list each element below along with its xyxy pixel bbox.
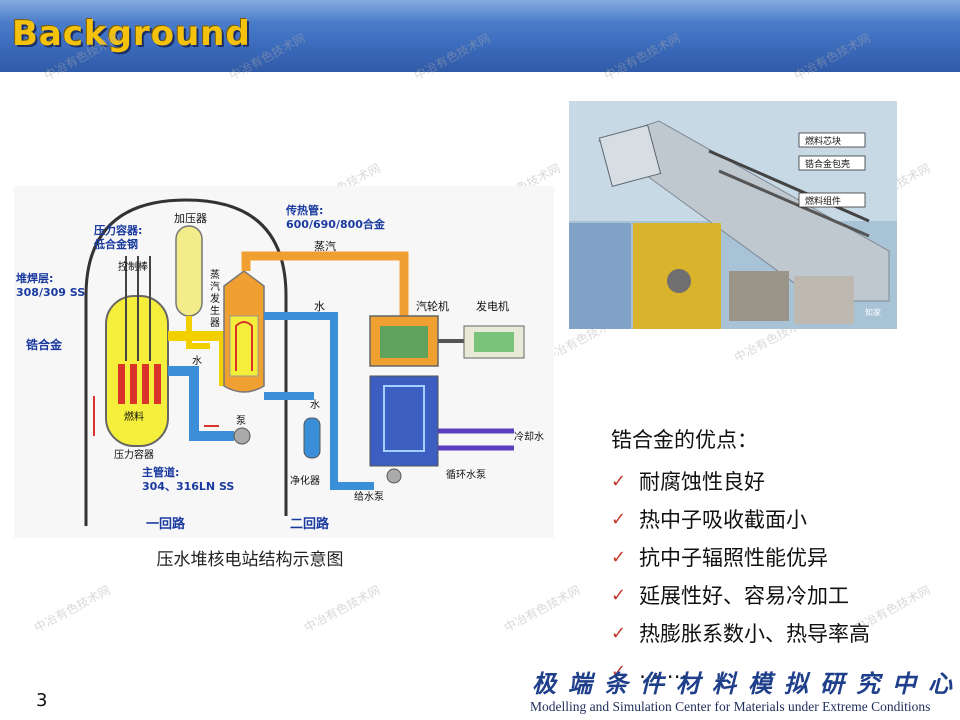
title-bar: Background xyxy=(0,0,960,72)
label-sg-1: 蒸 xyxy=(210,269,220,281)
check-icon: ✓ xyxy=(611,546,627,568)
label-turbine: 汽轮机 xyxy=(416,299,449,313)
label-purifier: 净化器 xyxy=(290,474,320,487)
page-number: 3 xyxy=(36,690,48,711)
watermark: 中冶有色技术网 xyxy=(501,583,583,635)
list-item: ✓ 热中子吸收截面小 xyxy=(611,500,931,538)
label-zirconium: 锆合金 xyxy=(26,337,63,352)
advantages-heading: 锆合金的优点： xyxy=(611,428,758,452)
label-steam: 蒸汽 xyxy=(314,239,336,253)
label-control-rod: 控制棒 xyxy=(118,260,148,273)
list-item: ✓ 耐腐蚀性良好 xyxy=(611,462,931,500)
check-icon: ✓ xyxy=(611,622,627,644)
label-circ-pump: 循环水泵 xyxy=(446,468,486,481)
label-sg-4: 生 xyxy=(210,304,220,317)
label-low-alloy-steel: 低合金钢 xyxy=(93,237,138,251)
label-heat-tube: 传热管: xyxy=(285,203,323,217)
label-main-pipe: 主管道: xyxy=(142,465,179,479)
slide-title: Background xyxy=(12,14,251,54)
photo-label-assembly: 燃料组件 xyxy=(805,195,841,207)
label-pump: 泵 xyxy=(236,415,246,427)
check-icon: ✓ xyxy=(611,660,627,682)
label-feed-pump: 给水泵 xyxy=(354,490,384,503)
label-sg-2: 汽 xyxy=(210,280,220,293)
label-pressurizer: 加压器 xyxy=(174,212,207,225)
label-sg-5: 器 xyxy=(210,317,220,329)
advantage-text: 耐腐蚀性良好 xyxy=(639,470,765,494)
advantage-text: 延展性好、容易冷加工 xyxy=(639,584,849,608)
label-water2: 水 xyxy=(192,355,202,367)
label-overlay: 堆焊层: xyxy=(16,271,53,285)
list-item: ✓ 热膨胀系数小、热导率高 xyxy=(611,614,931,652)
label-water3: 水 xyxy=(310,399,320,411)
label-sg-3: 发 xyxy=(210,292,220,305)
label-pressure-vessel2: 压力容器 xyxy=(114,448,154,461)
label-pressure-vessel: 压力容器: xyxy=(94,223,142,237)
watermark: 中冶有色技术网 xyxy=(31,583,113,635)
photo-label-cladding: 锆合金包壳 xyxy=(805,158,850,170)
pwr-diagram: 加压器 压力容器: 低合金钢 控制棒 堆焊层: 308/309 SS 锆合金 燃… xyxy=(14,186,554,538)
watermark: 中冶有色技术网 xyxy=(301,583,383,635)
advantage-text: 热膨胀系数小、热导率高 xyxy=(639,622,870,646)
list-item: ✓ 延展性好、容易冷加工 xyxy=(611,576,931,614)
label-water: 水 xyxy=(314,300,325,313)
diagram-caption: 压水堆核电站结构示意图 xyxy=(156,550,344,570)
advantage-text: 热中子吸收截面小 xyxy=(639,508,807,532)
label-overlay-ss: 308/309 SS xyxy=(16,286,85,299)
list-item: ✓ 抗中子辐照性能优异 xyxy=(611,538,931,576)
center-name-cn-text: 极端条件材料模拟研究中心 xyxy=(532,669,953,698)
check-icon: ✓ xyxy=(611,584,627,606)
label-fuel: 燃料 xyxy=(124,410,144,423)
list-item: ✓ … … xyxy=(611,652,931,690)
center-name-en: Modelling and Simulation Center for Mate… xyxy=(530,699,931,714)
photo-badge: 知家 xyxy=(865,307,881,317)
advantage-text: 抗中子辐照性能优异 xyxy=(639,546,828,570)
advantage-text: … … xyxy=(639,659,688,683)
center-name-cn: 极端条件材料模拟研究中心 xyxy=(532,669,953,698)
label-loop1: 一回路 xyxy=(146,516,186,532)
label-generator: 发电机 xyxy=(476,299,509,313)
advantages-list: 锆合金的优点： ✓ 耐腐蚀性良好 ✓ 热中子吸收截面小 ✓ 抗中子辐照性能优异 ✓ 延展… xyxy=(611,424,931,690)
label-cooling-water: 冷却水 xyxy=(514,430,544,443)
zircaloy-photo: 燃料芯块 锆合金包壳 燃料组件 知家 xyxy=(569,101,897,329)
label-main-pipe-ss: 304、316LN SS xyxy=(142,480,234,493)
label-loop2: 二回路 xyxy=(290,516,330,532)
label-heat-tube-alloy: 600/690/800合金 xyxy=(286,217,386,231)
check-icon: ✓ xyxy=(611,508,627,530)
check-icon: ✓ xyxy=(611,470,627,492)
photo-label-pellet: 燃料芯块 xyxy=(805,135,841,147)
